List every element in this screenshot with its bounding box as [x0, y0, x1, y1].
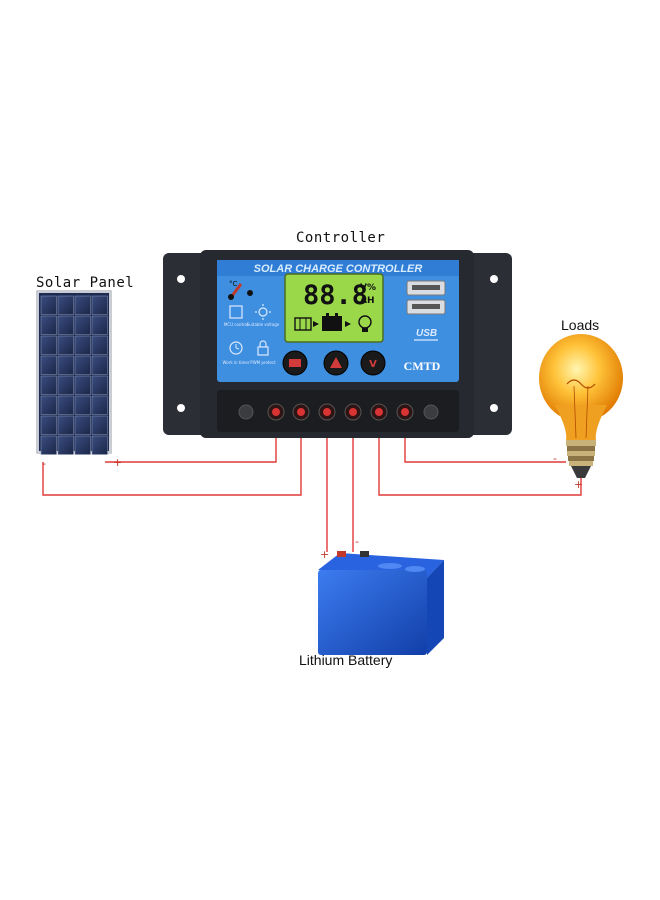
bulb-base	[566, 440, 596, 446]
icon-label-timer: Work in timer	[223, 360, 250, 365]
lcd-screen	[284, 273, 384, 343]
mcu-chip-icon	[229, 305, 243, 319]
lithium-battery	[318, 551, 444, 655]
solar-cell	[40, 435, 57, 455]
solar-cell	[40, 375, 57, 395]
solar-cell	[40, 395, 57, 415]
mount-hole-icon	[177, 404, 185, 412]
solar-cell	[91, 295, 108, 315]
lcd-unit-top: V%	[360, 283, 376, 293]
lcd-digits: 88.8	[303, 280, 368, 311]
solar-cell	[57, 355, 74, 375]
terminal-screw-head	[349, 408, 357, 416]
mount-screw-icon	[238, 404, 254, 420]
battery-positive-sign: +	[320, 548, 329, 561]
solar-cell	[91, 315, 108, 335]
svg-text:°C: °C	[229, 280, 238, 288]
solar-cell	[74, 315, 91, 335]
lcd-battery-icon	[322, 313, 342, 331]
battery-negative-terminal	[360, 551, 369, 557]
sensor-dot-icon	[247, 290, 253, 296]
solar-cell	[91, 355, 108, 375]
svg-text:V: V	[369, 359, 377, 370]
arrow-right-icon	[313, 321, 319, 327]
icon-label-voltage: Suitable voltage	[247, 322, 280, 327]
terminal-block	[217, 390, 459, 432]
mount-hole-icon	[490, 275, 498, 283]
lcd-unit-bottom: AH	[360, 296, 375, 306]
solar-cell	[74, 355, 91, 375]
icon-label-pwm: PWM protect	[250, 360, 276, 365]
solar-cell	[57, 295, 74, 315]
wire-load-positive	[378, 412, 582, 496]
solar-cell	[74, 435, 91, 455]
solar-cell	[91, 395, 108, 415]
terminal-screw-head	[375, 408, 383, 416]
solar-cell	[40, 335, 57, 355]
solar-cell	[57, 315, 74, 335]
load-positive-sign: +	[574, 478, 583, 491]
solar-cell	[91, 435, 108, 455]
wire-solar-negative	[42, 412, 302, 496]
battery-negative-sign: -	[355, 535, 359, 548]
solar-cell	[57, 335, 74, 355]
solar-cell	[40, 295, 57, 315]
mount-screw-icon	[423, 404, 439, 420]
solar-cells	[40, 295, 108, 455]
solar-cell	[74, 395, 91, 415]
solar-cell	[40, 415, 57, 435]
controller-header-text: SOLAR CHARGE CONTROLLER	[254, 263, 423, 275]
solar-panel	[36, 290, 112, 455]
solar-cell	[74, 335, 91, 355]
solar-cell	[91, 375, 108, 395]
solar-cell	[57, 435, 74, 455]
mount-hole-icon	[490, 404, 498, 412]
battery-label: Lithium Battery	[299, 652, 393, 668]
terminals	[238, 403, 439, 421]
solar-positive-sign: +	[113, 456, 122, 469]
solar-cell	[74, 375, 91, 395]
controller-label: Controller	[296, 230, 386, 246]
thermometer-icon: °C	[228, 280, 243, 300]
sun-gear-icon	[255, 304, 271, 320]
terminal-screw-head	[272, 408, 280, 416]
solar-cell	[74, 415, 91, 435]
solar-panel-label: Solar Panel	[36, 275, 135, 291]
solar-cell	[40, 315, 57, 335]
terminal-screw-head	[401, 408, 409, 416]
solar-cell	[91, 335, 108, 355]
solar-negative-sign: -	[42, 457, 46, 470]
usb-label: USB	[416, 328, 437, 339]
load-negative-sign: -	[553, 452, 557, 465]
solar-cell	[57, 375, 74, 395]
arrow-right-icon	[345, 321, 351, 327]
solar-cell	[57, 415, 74, 435]
solar-cell	[40, 355, 57, 375]
solar-cell	[91, 415, 108, 435]
mount-hole-icon	[177, 275, 185, 283]
battery-positive-terminal	[337, 551, 346, 557]
load-button	[360, 350, 386, 376]
charge-controller: SOLAR CHARGE CONTROLLER °C MCU control S…	[163, 250, 512, 438]
lcd-solar-icon	[294, 317, 312, 331]
brand-label: CMTD	[404, 359, 441, 373]
terminal-screw-head	[297, 408, 305, 416]
clock-icon	[229, 341, 243, 355]
terminal-screw-head	[323, 408, 331, 416]
solar-cell	[57, 395, 74, 415]
light-bulb	[539, 334, 623, 478]
solar-cell	[74, 295, 91, 315]
lock-icon	[257, 346, 269, 356]
icon-label-mcu: MCU control	[224, 322, 248, 327]
loads-label: Loads	[561, 317, 600, 333]
